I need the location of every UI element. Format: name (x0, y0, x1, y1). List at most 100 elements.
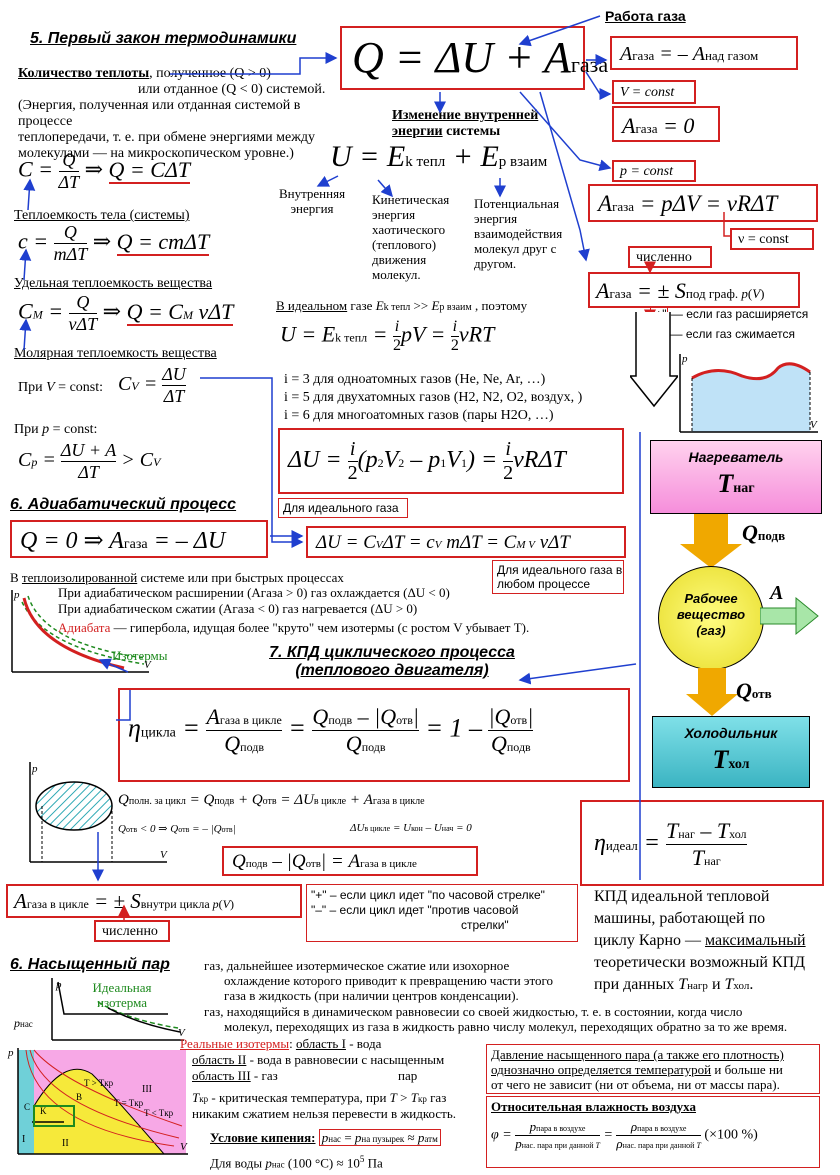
section7-title: 7. КПД циклического процесса (теплового … (262, 644, 522, 680)
svg-text:V: V (178, 1027, 186, 1039)
pressure-box: Давление насыщенного пара (а также его п… (486, 1044, 820, 1094)
body-line3: (газ) (696, 623, 726, 638)
clockwise-note: "+" – если цикл идет "по часовой стрелке… (311, 888, 545, 902)
press-line1: Давление насыщенного пара (а также его п… (491, 1047, 784, 1062)
svg-text:C: C (24, 1102, 30, 1112)
carnot-text: КПД идеальной тепловой машины, работающе… (594, 888, 806, 993)
svg-text:B: B (76, 1092, 82, 1102)
heat-line3: (Энергия, полученная или отданная систем… (18, 98, 301, 129)
adiabat-text: — гипербола, идущая более "круто" чем из… (110, 620, 530, 635)
adiabat-desc: Адиабата — гипербола, идущая более "крут… (58, 620, 529, 635)
i6-line: i = 6 для многоатомных газов (пары H2O, … (284, 408, 554, 423)
svg-text:V: V (160, 849, 168, 861)
svg-text:III: III (142, 1084, 152, 1095)
body-line1: Рабочее (684, 591, 738, 606)
du-cycle-formula: ΔUв цикле = Uкон – Uнач = 0 (350, 822, 472, 834)
svg-text:T < Tкр: T < Tкр (144, 1108, 174, 1118)
working-body: Рабочее вещество (газ) (658, 566, 764, 670)
ccw-note-1: "–" – если цикл идет "против часовой (311, 903, 519, 917)
cycle-numerically-box: численно (94, 920, 170, 942)
boil-condition: Условие кипения: pнас = pна пузырек ≈ pа… (210, 1129, 441, 1147)
svg-text:T = Tкр: T = Tкр (114, 1098, 144, 1108)
s7-title-2: (теплового двигателя) (295, 662, 489, 679)
a-pdv-box: Aгаза = pΔV = νRΔT (588, 184, 818, 222)
cv-intro: При V = const: (18, 380, 104, 395)
heat-line4: теплопередачи, т. е. при обмене энергиям… (18, 130, 315, 145)
sat-def2-line2: молекул, переходящих из газа в жидкость … (224, 1019, 788, 1034)
humidity-title: Относительная влажность воздуха (491, 1099, 697, 1114)
water-boil: Для воды pнас (100 °C) ≈ 105 Па (210, 1154, 383, 1171)
region3: область III - газ (192, 1068, 278, 1083)
adiabat-word: Адиабата (58, 620, 111, 635)
ideal-isotherm-label: Идеальная изотерма (92, 980, 152, 1010)
first-law-formula: Q = ΔU + Aгаза (352, 33, 609, 82)
work-a-label: A (770, 582, 784, 604)
sat-def1-line3: газа в жидкость (при наличии центров кон… (224, 988, 519, 1003)
cooler-label: Холодильник (684, 725, 778, 741)
any-process-box: Для идеального газа в любом процессе (492, 560, 624, 594)
vconst-box: V = const (612, 80, 696, 104)
carnot-line1: КПД идеальной тепловой (594, 888, 770, 905)
real-isotherms-label: Реальные изотермы (180, 1036, 290, 1051)
svg-text:K: K (40, 1106, 47, 1116)
du-label-2a: энергии (392, 124, 443, 139)
i5-line: i = 5 для двухатомных газов (H2, N2, O2,… (284, 390, 583, 405)
sat-def2: газ, находящийся в динамическом равновес… (204, 1004, 834, 1034)
du-label: Изменение внутренней энергии системы (392, 108, 539, 139)
q-out-label: Qотв (736, 678, 772, 703)
heat-line2: или отданное (Q < 0) системой. (138, 82, 326, 97)
work-label: Работа газа (605, 8, 686, 24)
ideal-gas-label: Для идеального газа (283, 501, 399, 515)
tkr-line1: Tкр - критическая температура, при T > T… (192, 1090, 447, 1105)
q-otv-formula: Qотв < 0 ⇒ Qотв = – |Qотв| (118, 823, 236, 835)
ideal-line: В идеальном газе Ek тепл >> Ep взаим , п… (276, 298, 528, 313)
sat-def1-line2: охлаждение которого приводит к превращен… (224, 973, 553, 988)
section8-title: 6. Насыщенный пар (10, 956, 170, 973)
p-nas-label: pнас (14, 1016, 33, 1030)
work-ext-box: Aгаза = – Aнад газом (610, 36, 798, 70)
adiabatic-line2: При адиабатическом расширении (Aгаза > 0… (58, 585, 450, 600)
kinetic-label: Кинетическая энергия хаотического (тепло… (372, 192, 450, 282)
heater-label: Нагреватель (688, 449, 784, 465)
c-label: Удельная теплоемкость вещества (14, 276, 213, 291)
svg-text:p: p (7, 1047, 14, 1059)
cycle-numerically: численно (102, 924, 158, 939)
q-balance-box: Qподв – |Qотв| = Aгаза в цикле (222, 846, 478, 876)
section6-title: 6. Адиабатический процесс (10, 496, 237, 513)
v-const: V = const (620, 85, 675, 100)
cooler-box: Холодильник Tхол (652, 716, 810, 788)
work-ext-formula: Aгаза = – Aнад газом (620, 43, 759, 65)
cp-intro: При p = const: (14, 422, 98, 437)
q-in-label: Qподв (742, 520, 786, 545)
nu-const-box: ν = const (730, 228, 814, 250)
du-label-1: Изменение внутренней (392, 108, 539, 123)
numerically-label: численно (636, 250, 692, 265)
svg-text:V: V (810, 419, 818, 431)
adiabatic-line1: В теплоизолированной системе или при быс… (10, 570, 344, 585)
press-line3: от чего не зависит (ни от объема, ни от … (491, 1077, 780, 1092)
svg-text:p: p (55, 979, 62, 991)
heat-term: Количество теплоты (18, 66, 150, 81)
svg-text:p: p (13, 589, 20, 601)
q-in-arrow (680, 514, 742, 568)
dU-cv-box: ΔU = CVΔT = cV mΔT = CM V νΔT (306, 526, 626, 558)
section5-title: 5. Первый закон термодинамики (30, 30, 297, 47)
internal-energy-label: Внутренняя энергия (278, 186, 346, 216)
a-area-box: Aгаза = ± Sпод граф. p(V) (588, 272, 800, 308)
ccw-note-2: стрелки" (461, 918, 509, 932)
isotherms-label: Изотермы (112, 648, 168, 663)
svg-text:V: V (144, 659, 152, 671)
first-law-box: Q = ΔU + Aгаза (340, 26, 608, 90)
real-isotherm-graph: p V I II III T > Tкр T = Tкр T < Tкр B K… (7, 1047, 188, 1155)
numerically-box: численно (628, 246, 712, 268)
cycle-graph: p V (29, 762, 168, 863)
a-zero-box: Aгаза = 0 (612, 106, 720, 142)
carnot-line4: теоретически возможный КПД (594, 954, 806, 971)
p-const: p = const (620, 164, 673, 179)
